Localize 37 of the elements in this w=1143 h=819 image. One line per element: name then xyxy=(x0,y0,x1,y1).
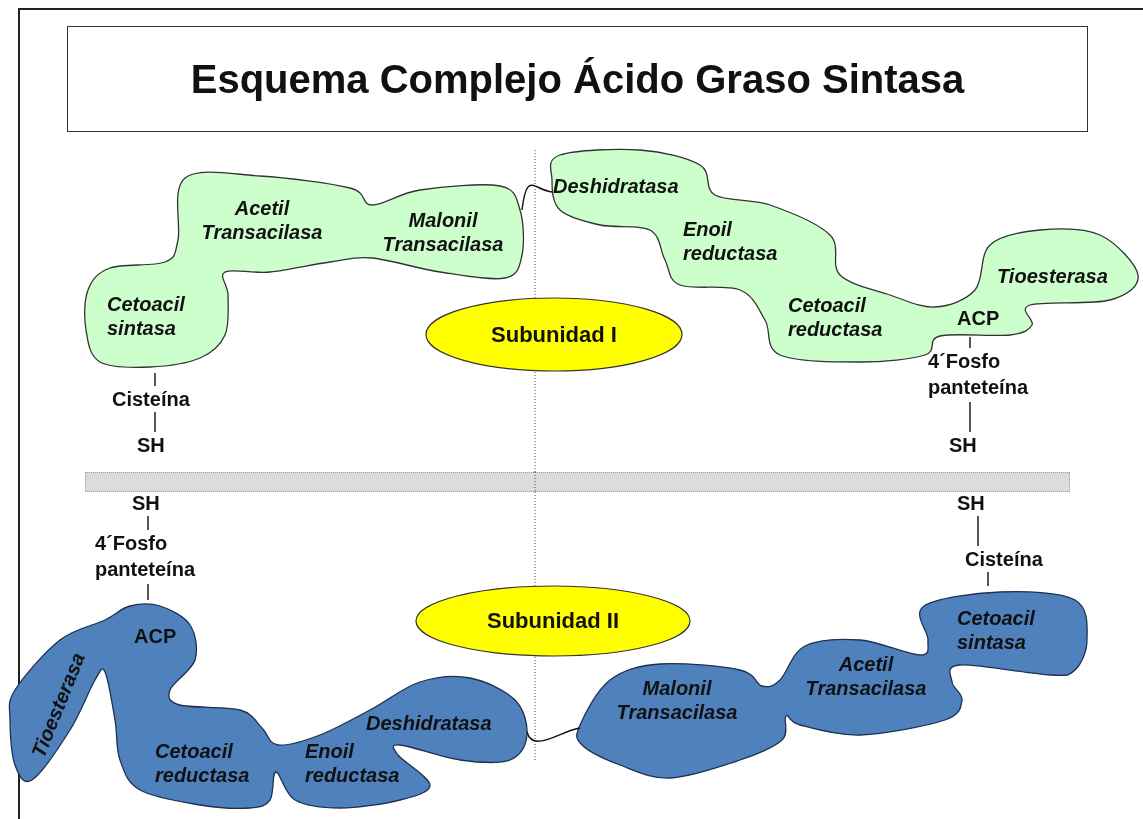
connector-line xyxy=(977,515,979,547)
connector-line xyxy=(969,401,971,433)
domain-label: Deshidratasa xyxy=(553,174,680,198)
residue-label: 4´Fosfo panteteína xyxy=(95,530,225,584)
connector-line xyxy=(154,411,156,433)
domain-label: Malonil Transacilasa xyxy=(615,676,739,724)
domain-label: Deshidratasa xyxy=(366,711,493,735)
membrane-bar xyxy=(85,472,1070,492)
domain-label: ACP xyxy=(957,306,1001,330)
subunit-label: Subunidad II xyxy=(487,608,619,634)
domain-label: Acetil Transacilasa xyxy=(200,196,324,244)
title-text: Esquema Complejo Ácido Graso Sintasa xyxy=(190,56,965,102)
linker-line xyxy=(526,727,581,742)
domain-label: Acetil Transacilasa xyxy=(804,652,928,700)
connector-line xyxy=(154,372,156,387)
domain-label: Enoil reductasa xyxy=(305,739,401,787)
domain-label: Cetoacil reductasa xyxy=(155,739,251,787)
domain-label: Cetoacil reductasa xyxy=(788,293,884,341)
residue-label: Cisteína xyxy=(112,386,212,412)
connector-line xyxy=(987,571,989,587)
residue-label: SH xyxy=(949,432,989,458)
domain-label: Enoil reductasa xyxy=(683,217,779,265)
linker-line xyxy=(521,184,553,211)
residue-label: SH xyxy=(957,490,999,516)
domain-label: Tioesterasa xyxy=(997,264,1109,288)
domain-label: Cetoacil sintasa xyxy=(107,292,186,340)
domain-label: ACP xyxy=(134,624,178,648)
connector-line xyxy=(147,583,149,601)
domain-label: Malonil Transacilasa xyxy=(381,208,505,256)
subunit-label: Subunidad I xyxy=(491,321,617,348)
domain-label: Cetoacil sintasa xyxy=(957,606,1036,654)
residue-label: SH xyxy=(132,490,172,516)
connector-line xyxy=(147,515,149,531)
residue-label: 4´Fosfo panteteína xyxy=(928,348,1058,402)
residue-label: Cisteína xyxy=(965,546,1065,572)
connector-line xyxy=(969,336,971,349)
residue-label: SH xyxy=(137,432,177,458)
